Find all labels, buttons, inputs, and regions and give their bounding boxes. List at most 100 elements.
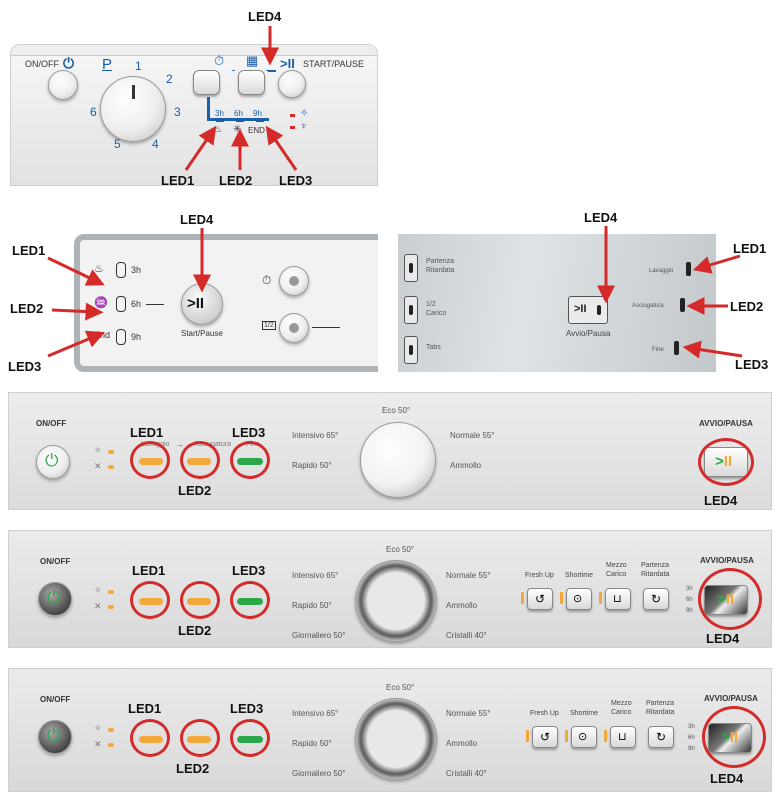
half-load-button[interactable]: ⊔ [610, 726, 636, 748]
lavaggio-label: Lavaggio [649, 268, 674, 274]
panel6-led4-label: LED4 [710, 771, 744, 786]
panel3-led1-label: LED1 [733, 241, 767, 256]
shortime-icon: ⊙ [573, 593, 583, 605]
hour-label-6h: 6h [234, 109, 243, 118]
partenza-button-inner [409, 263, 413, 273]
half-load-button[interactable] [279, 313, 309, 343]
shortime-button[interactable]: ⊙ [571, 726, 597, 748]
program-letter: P [102, 56, 113, 73]
led3-highlight-ring [230, 581, 270, 619]
fresh-up-icon: ↺ [535, 592, 546, 606]
program-dial[interactable] [355, 698, 437, 780]
rinse-aid-icon: ✧ [300, 108, 309, 119]
mezzo-label-2: Carico [611, 709, 632, 716]
onoff-button[interactable]: ⏻ [38, 720, 72, 754]
fresh-up-button[interactable]: ↺ [532, 726, 558, 748]
rinse-aid-icon: ✧ [94, 585, 102, 595]
panel1-led4-label: LED4 [248, 9, 282, 24]
cristalli-label: Cristalli 40° [446, 631, 487, 640]
dial-pointer [132, 85, 135, 99]
program-dial[interactable] [360, 422, 436, 498]
partenza-button[interactable]: ↻ [648, 726, 674, 748]
onoff-button[interactable]: ⏻ [38, 582, 72, 616]
panel3-led4-label: LED4 [584, 210, 618, 225]
eco-label: Eco 50° [386, 683, 415, 692]
led2-highlight-ring [180, 441, 220, 479]
hour-label-9h: 9h [688, 746, 695, 752]
led3-highlight-ring [230, 719, 270, 757]
partenza-button[interactable] [404, 254, 418, 282]
hour-label-6h: 6h [131, 299, 142, 309]
partenza-button[interactable]: ↻ [643, 588, 669, 610]
half-load-button[interactable]: ⊔ [605, 588, 631, 610]
salt-icon: ✕ [94, 461, 102, 471]
fresh-up-label: Fresh Up [525, 572, 554, 579]
start-pause-icon: >II [187, 295, 205, 312]
program-dial[interactable] [355, 560, 437, 642]
fresh-up-led [526, 730, 529, 742]
salt-led [108, 743, 114, 747]
ammollo-label: Ammollo [450, 461, 482, 470]
led4-dash [268, 70, 276, 72]
rapido-label: Rapido 50° [292, 739, 332, 748]
half-load-label: 1/2 [262, 321, 276, 330]
avvio-label: AVVIO/PAUSA [700, 556, 754, 565]
delay-button[interactable] [279, 266, 309, 296]
power-icon: ⏻ [63, 55, 75, 71]
led1-highlight-ring [130, 719, 170, 757]
hour-label-9h: 9h [253, 109, 262, 118]
delay-button[interactable] [193, 70, 220, 95]
shortime-led [565, 730, 568, 742]
fresh-up-led [521, 592, 524, 604]
tabs-button-inner [409, 345, 413, 355]
ammollo-label: Ammollo [446, 601, 478, 610]
cristalli-label: Cristalli 40° [446, 769, 487, 778]
rinse-aid-icon: ✧ [94, 723, 102, 733]
panel5-led3-label: LED3 [232, 563, 266, 578]
hour-label-3h: 3h [131, 265, 142, 275]
tabs-label: Tabs [426, 344, 441, 351]
led1-highlight-ring [130, 441, 170, 479]
onoff-button[interactable]: ⏻ [36, 445, 70, 479]
led4-highlight-ring [698, 568, 762, 630]
led4-highlight-ring [698, 438, 754, 486]
end-label: End [94, 330, 111, 340]
led3-highlight-ring [230, 441, 270, 479]
bracket-vertical [207, 97, 210, 119]
rinse-aid-icon: ✧ [94, 445, 102, 455]
power-icon: ⏻ [47, 588, 61, 608]
panel5-led1-label: LED1 [132, 563, 166, 578]
onoff-label: ON/OFF [40, 695, 71, 704]
half-load-button[interactable] [238, 70, 265, 95]
start-pause-button[interactable]: >II [181, 283, 223, 325]
half-load-button[interactable] [404, 296, 418, 324]
hour-label-3h: 3h [688, 724, 695, 730]
onoff-label: ON/OFF [25, 59, 59, 69]
led3-dash [256, 120, 264, 122]
fresh-up-button[interactable]: ↺ [527, 588, 553, 610]
mezzo-label-1: Mezzo [606, 562, 627, 569]
mezzo-label-2: Carico [606, 571, 627, 578]
intensivo-label: Intensivo 65° [292, 571, 339, 580]
half-load-button-inner [409, 305, 413, 315]
start-pause-icon: >II [280, 56, 295, 71]
giornaliero-label: Giornaliero 50° [292, 631, 346, 640]
panel2-led3-label: LED3 [8, 359, 42, 374]
led2-slot [116, 296, 126, 312]
onoff-button[interactable] [48, 70, 78, 100]
eco-label: Eco 50° [382, 406, 411, 415]
tabs-button[interactable] [404, 336, 418, 364]
start-pause-button[interactable] [278, 70, 306, 98]
avvio-button[interactable]: >II [568, 296, 608, 324]
led2-highlight-ring [180, 719, 220, 757]
hour-label-3h: 3h [686, 586, 693, 592]
program-dial[interactable] [100, 76, 166, 142]
panel2-led4-label: LED4 [180, 212, 214, 227]
led2-slot [680, 298, 685, 312]
shortime-button[interactable]: ⊙ [566, 588, 592, 610]
end-label: END [248, 126, 265, 135]
bracket-horizontal [207, 118, 269, 121]
timer-icon: ⏱ [262, 273, 272, 287]
rinse-aid-led [290, 114, 295, 117]
dash-3: - [266, 66, 269, 75]
